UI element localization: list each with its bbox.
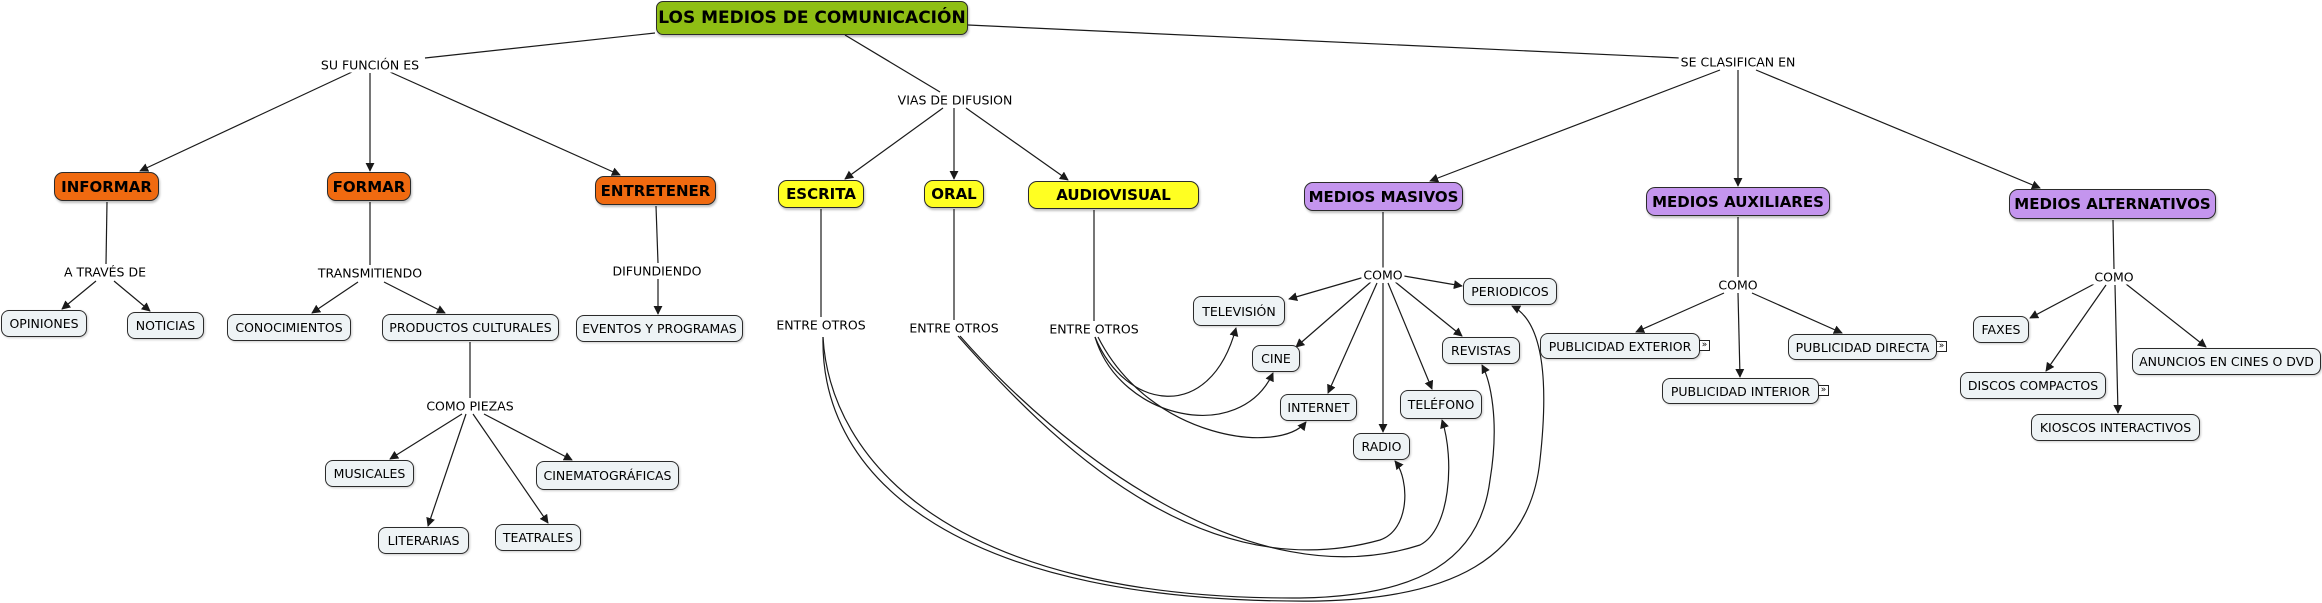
connector-line-51 — [2125, 283, 2207, 348]
link-label-entre-otros-oral: ENTRE OTROS — [907, 320, 1001, 336]
root-node[interactable]: LOS MEDIOS DE COMUNICACIÓN — [656, 1, 968, 35]
connector-line-44 — [1635, 292, 1725, 333]
connector-line-36 — [1288, 275, 1369, 302]
node-telefono[interactable]: TELÉFONO — [1400, 390, 1482, 419]
node-periodicos[interactable]: PERIODICOS — [1463, 278, 1557, 305]
connector-line-5 — [389, 71, 621, 176]
node-noticias[interactable]: NOTICIAS — [127, 312, 204, 339]
connector-line-18 — [483, 413, 573, 461]
node-publicidad-interior[interactable]: PUBLICIDAD INTERIOR — [1662, 378, 1819, 404]
node-formar[interactable]: FORMAR — [327, 172, 411, 201]
connector-line-28 — [957, 335, 1406, 551]
connector-line-30 — [822, 336, 1495, 599]
connector-line-8 — [113, 280, 151, 312]
node-oral[interactable]: ORAL — [924, 180, 984, 208]
connector-line-29 — [959, 335, 1450, 558]
node-teatrales[interactable]: TEATRALES — [495, 524, 581, 551]
node-medios-masivos[interactable]: MEDIOS MASIVOS — [1304, 182, 1463, 211]
node-opiniones[interactable]: OPINIONES — [1, 310, 87, 337]
connector-line-6 — [105, 201, 108, 265]
node-audiovisual[interactable]: AUDIOVISUAL — [1028, 181, 1199, 209]
connector-line-15 — [389, 413, 463, 460]
node-faxes[interactable]: FAXES — [1973, 316, 2029, 343]
connector-line-1 — [844, 34, 941, 93]
connector-line-0 — [424, 32, 656, 59]
link-label-se-clasifican: SE CLASIFICAN EN — [1678, 54, 1798, 70]
link-label-su-funcion: SU FUNCIÓN ES — [318, 57, 422, 73]
link-label-vias-difusion: VIAS DE DIFUSION — [895, 92, 1015, 108]
node-kioscos-interactivos[interactable]: KIOSCOS INTERACTIVOS — [2031, 414, 2200, 441]
connector-line-3 — [139, 71, 353, 172]
node-conocimientos[interactable]: CONOCIMIENTOS — [227, 314, 351, 341]
connector-line-31 — [822, 305, 1545, 602]
connector-line-50 — [2113, 284, 2123, 414]
connector-line-38 — [1327, 282, 1378, 394]
node-musicales[interactable]: MUSICALES — [325, 460, 414, 487]
node-television[interactable]: TELEVISIÓN — [1193, 296, 1285, 326]
connector-line-21 — [965, 107, 1069, 181]
node-expander-directa[interactable]: » — [1936, 341, 1947, 352]
node-radio[interactable]: RADIO — [1353, 433, 1410, 460]
connector-line-11 — [383, 281, 446, 314]
connector-line-40 — [1387, 282, 1434, 390]
connector-line-46 — [1751, 292, 1843, 334]
connector-line-49 — [2045, 284, 2107, 372]
connector-line-25 — [1094, 327, 1239, 397]
node-eventos-programas[interactable]: EVENTOS Y PROGRAMAS — [576, 315, 743, 342]
node-anuncios-cines-dvd[interactable]: ANUNCIOS EN CINES O DVD — [2132, 348, 2321, 375]
connector-line-32 — [1429, 69, 1721, 183]
node-literarias[interactable]: LITERARIAS — [378, 527, 469, 554]
link-label-como-piezas: COMO PIEZAS — [424, 398, 516, 414]
link-label-a-traves-de: A TRAVÉS DE — [62, 264, 148, 280]
connector-line-47 — [2112, 219, 2115, 270]
node-cinematograficas[interactable]: CINEMATOGRÁFICAS — [536, 461, 679, 490]
connector-line-12 — [655, 205, 659, 264]
connector-line-2 — [967, 24, 1681, 59]
node-publicidad-exterior[interactable]: PUBLICIDAD EXTERIOR — [1540, 333, 1700, 359]
node-publicidad-directa[interactable]: PUBLICIDAD DIRECTA — [1788, 334, 1937, 360]
node-discos-compactos[interactable]: DISCOS COMPACTOS — [1960, 372, 2106, 399]
connector-line-41 — [1393, 280, 1463, 337]
node-medios-auxiliares[interactable]: MEDIOS AUXILIARES — [1646, 187, 1830, 216]
connector-line-10 — [311, 281, 359, 314]
connector-line-19 — [844, 107, 944, 180]
connector-line-37 — [1295, 280, 1373, 348]
link-label-difundiendo: DIFUNDIENDO — [610, 263, 704, 279]
node-expander-exterior[interactable]: » — [1699, 340, 1710, 351]
connector-line-45 — [1735, 292, 1745, 378]
link-label-transmitiendo: TRANSMITIENDO — [315, 265, 425, 281]
node-cine[interactable]: CINE — [1252, 345, 1300, 372]
link-label-entre-otros-audiovisual: ENTRE OTROS — [1047, 321, 1141, 337]
node-productos-culturales[interactable]: PRODUCTOS CULTURALES — [382, 314, 559, 341]
node-expander-interior[interactable]: » — [1818, 385, 1829, 396]
node-medios-alternativos[interactable]: MEDIOS ALTERNATIVOS — [2009, 189, 2216, 219]
connector-line-17 — [472, 413, 549, 524]
connector-line-16 — [426, 413, 467, 527]
connector-line-48 — [2029, 282, 2097, 319]
connector-line-27 — [1097, 336, 1307, 439]
node-informar[interactable]: INFORMAR — [54, 172, 159, 201]
node-escrita[interactable]: ESCRITA — [778, 180, 864, 208]
node-internet[interactable]: INTERNET — [1280, 394, 1357, 421]
connector-line-42 — [1403, 275, 1463, 290]
connector-line-26 — [1094, 336, 1274, 416]
link-label-como-auxiliares: COMO — [1716, 277, 1760, 293]
link-label-como-masivos: COMO — [1361, 267, 1405, 283]
node-revistas[interactable]: REVISTAS — [1442, 337, 1520, 364]
link-label-como-alternativos: COMO — [2092, 269, 2136, 285]
node-entretener[interactable]: ENTRETENER — [595, 176, 716, 205]
connector-line-34 — [1755, 69, 2041, 190]
connector-line-7 — [61, 280, 97, 310]
link-label-entre-otros-escrita: ENTRE OTROS — [774, 317, 868, 333]
